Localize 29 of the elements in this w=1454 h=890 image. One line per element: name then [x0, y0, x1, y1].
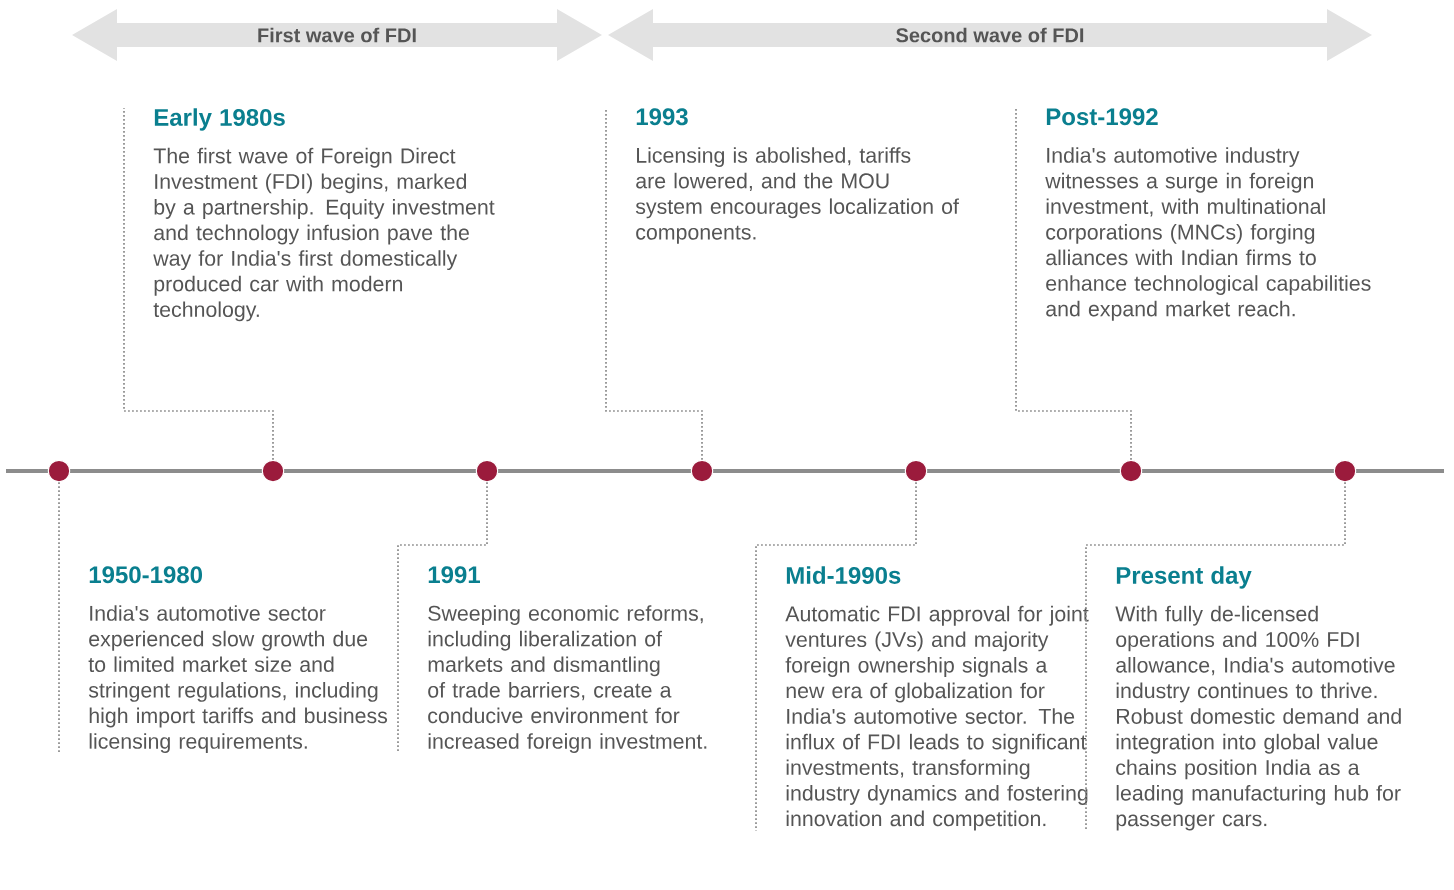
leader-line: [1085, 481, 1346, 832]
event-year: 1950-1980: [89, 566, 203, 584]
timeline-dot: [690, 459, 714, 483]
event-description: Sweeping economic reforms, including liberalization of markets and dismantling of trade barriers, create a conducive environment for increased foreign investment.: [428, 605, 707, 754]
event-description: India's automotive sector experienced slow growth due to limited market size and stringent regulations, including high import tariffs and business licensing requirements.: [88, 605, 388, 754]
event-year: 1993: [636, 108, 688, 126]
leader-line: [58, 481, 60, 755]
event-description: Licensing is abolished, tariffs are lowered, and the MOU system encourages localization of components.: [635, 147, 959, 244]
timeline-dot: [904, 459, 928, 483]
event-description: The first wave of Foreign Direct Investment (FDI) begins, marked by a partnership. Equity investment and technology infusion pave the way for India's first domestically produced car with modern technology.: [153, 147, 495, 322]
timeline-dot: [1333, 459, 1357, 483]
event-year: Early 1980s: [154, 108, 285, 131]
timeline-dot: [47, 459, 71, 483]
double-arrow-band: Second wave of FDI: [608, 9, 1372, 61]
event-year: Post-1992: [1046, 108, 1158, 126]
event-description: Automatic FDI approval for joint ventures (JVs) and majority foreign ownership signals a new era of globalization for India's automotive sector. The influx of FDI leads to significant investments, transforming industry dynamics and fostering innovation and competition.: [785, 605, 1089, 831]
event-year: Present day: [1116, 566, 1252, 589]
event-description: India's automotive industry witnesses a surge in foreign investment, with multinational corporations (MNCs) forging alliances with Indian firms to enhance technological capabilities and expand market reach.: [1045, 147, 1371, 321]
leader-line: [605, 107, 703, 461]
timeline-dot: [475, 459, 499, 483]
timeline-dot: [1119, 459, 1143, 483]
leader-line: [123, 107, 274, 461]
event-description: With fully de-licensed operations and 100% FDI allowance, India's automotive industry continues to thrive. Robust domestic demand and integration into global value chains position India as a leading manufacturing hub for passenger cars.: [1115, 605, 1401, 831]
event-year: 1991: [428, 566, 480, 584]
leader-line: [755, 481, 917, 832]
leader-line: [1015, 107, 1132, 461]
double-arrow-band: First wave of FDI: [72, 9, 602, 61]
timeline-dot: [261, 459, 285, 483]
event-year: Mid-1990s: [786, 566, 901, 584]
